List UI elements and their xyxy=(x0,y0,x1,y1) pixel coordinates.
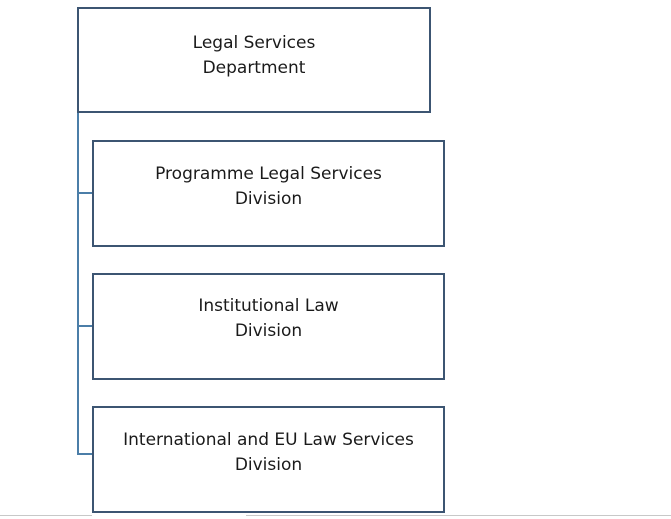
node-label: Institutional Law Division xyxy=(198,296,339,341)
connector-branch-institutional xyxy=(77,325,94,327)
node-label: Programme Legal Services Division xyxy=(155,164,382,209)
node-label: International and EU Law Services Divisi… xyxy=(123,430,414,475)
connector-branch-programme xyxy=(77,192,94,194)
connector-trunk xyxy=(77,112,79,455)
bottom-divider-left xyxy=(0,515,92,516)
bottom-divider-right xyxy=(246,515,671,516)
node-programme-legal-services-division: Programme Legal Services Division xyxy=(92,140,445,247)
connector-branch-international xyxy=(77,453,94,455)
node-institutional-law-division: Institutional Law Division xyxy=(92,273,445,380)
node-legal-services-department: Legal Services Department xyxy=(77,7,431,113)
node-international-eu-law-services-division: International and EU Law Services Divisi… xyxy=(92,406,445,513)
node-label: Legal Services Department xyxy=(192,33,316,78)
